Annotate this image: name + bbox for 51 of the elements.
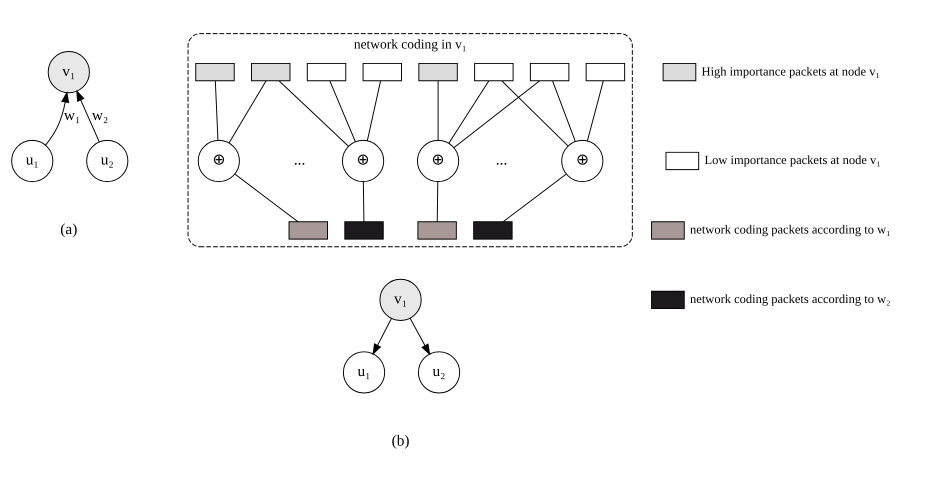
node-circle: u₂ [418, 350, 460, 393]
arrow [45, 90, 70, 146]
legend-label: Low importance packets at node v₁ [704, 152, 881, 167]
connector [453, 80, 540, 148]
node-box [586, 62, 626, 81]
node-circle: u₂ [86, 139, 128, 182]
edge-label: w₂ [92, 106, 108, 124]
label: ... [496, 151, 508, 168]
connector [278, 80, 349, 146]
node-box [344, 220, 384, 240]
connector [366, 80, 382, 141]
connector [214, 80, 218, 141]
node-box [418, 62, 458, 81]
connector [586, 80, 604, 141]
node-box [417, 220, 457, 240]
connector [228, 80, 267, 143]
node-circle: v₁ [48, 50, 90, 93]
connector [448, 80, 490, 144]
node-circle: u₁ [342, 350, 386, 393]
node-box [288, 220, 328, 240]
node-circle: ⊕ [342, 139, 384, 182]
arrow [410, 317, 430, 355]
connector [234, 173, 298, 222]
node-circle: ⊕ [561, 139, 604, 182]
node-box [306, 62, 346, 81]
arrow [372, 317, 392, 355]
connector [438, 80, 439, 141]
connector [436, 180, 438, 222]
label: ... [294, 151, 306, 168]
connector [552, 80, 576, 142]
node-circle: ⊕ [417, 139, 460, 182]
label: (b) [392, 432, 410, 449]
node-box [251, 62, 290, 81]
connector [501, 80, 568, 146]
node-box [362, 62, 402, 81]
edge-label: w₁ [64, 106, 80, 124]
node-circle: u₁ [11, 139, 54, 182]
connector [502, 173, 567, 222]
connector [329, 80, 356, 142]
node-circle: v₁ [379, 278, 422, 320]
node-box [474, 62, 514, 81]
node-circle: ⊕ [198, 139, 240, 182]
node-box [473, 220, 513, 240]
arrow [76, 89, 100, 142]
label: (a) [60, 220, 78, 238]
legend-label: High importance packets at node v₁ [702, 64, 880, 78]
legend-label: network coding packets according to w₂ [690, 292, 891, 306]
node-box [530, 62, 570, 81]
legend-label: network coding packets according to w₁ [690, 222, 891, 236]
node-box [195, 62, 235, 81]
connector [362, 180, 364, 222]
